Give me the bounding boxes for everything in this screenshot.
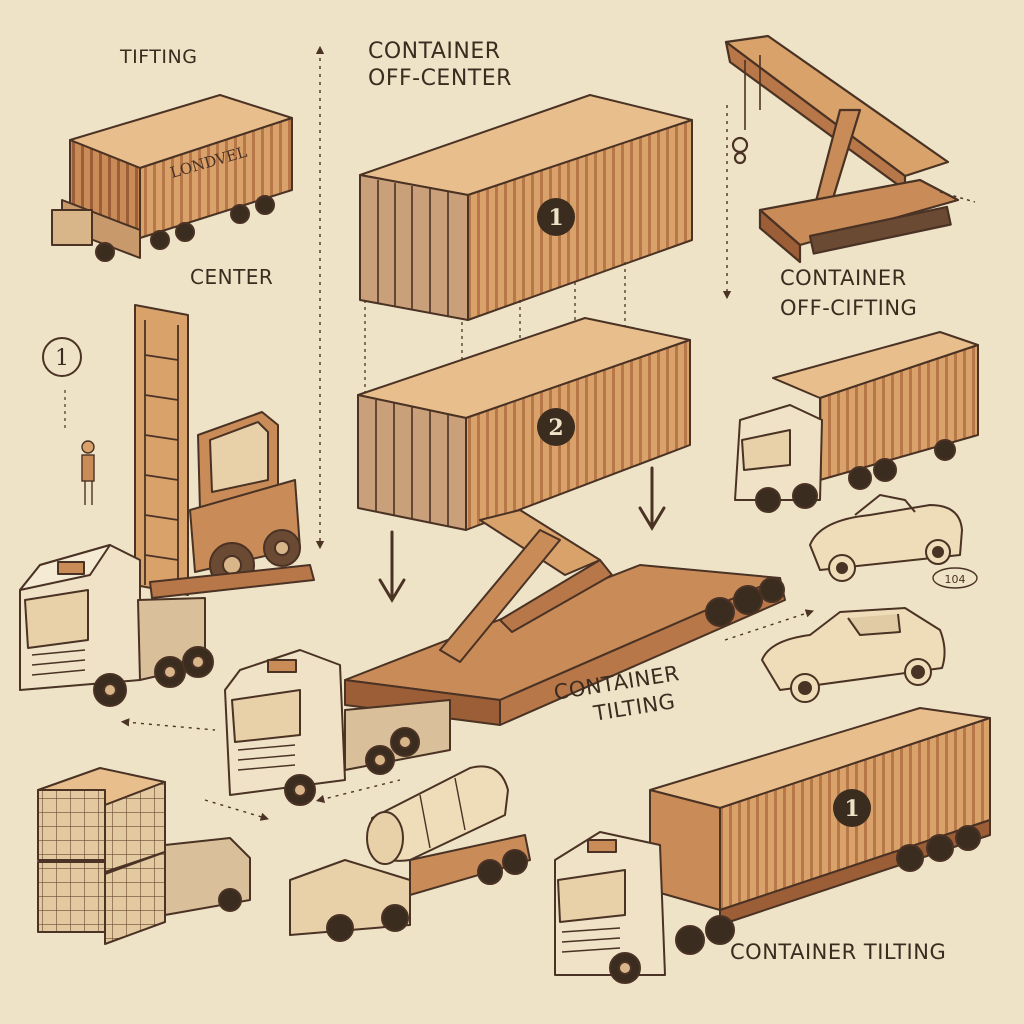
container-right-marker-text: 1 [844, 796, 859, 822]
semi-truck-left [19, 544, 214, 707]
container-1-marker-text: 1 [548, 205, 563, 231]
down-arrows [378, 466, 666, 603]
label-off-cifting-line1: CONTAINER [780, 266, 907, 290]
truck-right-upper [734, 331, 979, 513]
label-container-tilting-bottom: CONTAINER TILTING [730, 940, 946, 964]
container-1-marker [537, 198, 575, 236]
label-center-text: CENTER [190, 265, 274, 289]
label-off-cifting-line2: OFF-CIFTING [780, 296, 918, 320]
container-2 [357, 317, 691, 531]
dash-crane [939, 191, 976, 203]
small-note-text: 104 [945, 573, 966, 586]
semi-truck-center [224, 649, 451, 806]
label-tifting: TIFTING [120, 46, 197, 68]
forklift-left [134, 304, 315, 599]
container-2-marker-text: 2 [548, 415, 563, 441]
convertible-car [809, 494, 963, 582]
guide-arrows [120, 609, 814, 821]
label-off-center-line2: OFF-CENTER [368, 66, 512, 91]
container-right-marker [833, 789, 871, 827]
label-tilting-bottom-text: CONTAINER TILTING [730, 940, 947, 964]
circled-marker-left-text: 1 [55, 346, 69, 371]
label-center: CENTER [190, 265, 273, 289]
stacked-crates [37, 767, 251, 945]
crane-top-right [724, 34, 960, 264]
person-figure [81, 440, 95, 505]
label-tifting-text: TIFTING [120, 46, 198, 68]
container-1 [359, 94, 693, 321]
container-2-marker [537, 408, 575, 446]
label-container-off-cifting: CONTAINER OFF-CIFTING [780, 263, 917, 323]
trailer-truck-top-left [51, 94, 293, 262]
small-note-bubble [932, 567, 978, 589]
label-container-off-center: CONTAINER OFF-CENTER [368, 38, 512, 92]
tanker-truck [289, 765, 531, 942]
circled-marker-left [42, 337, 82, 377]
sedan-car [761, 607, 946, 703]
label-off-center-line1: CONTAINER [368, 39, 501, 64]
